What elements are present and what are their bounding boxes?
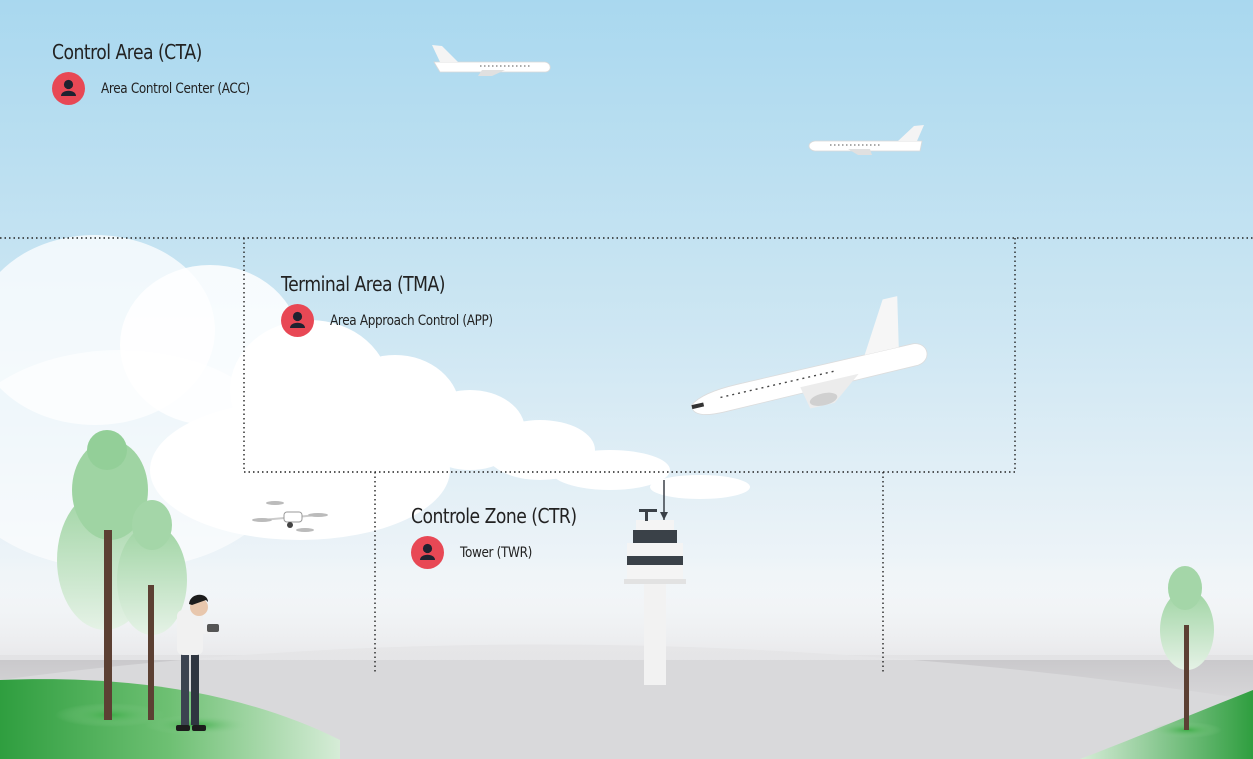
- controller-name-app: Area Approach Control (APP): [330, 312, 493, 329]
- trees: [55, 430, 1222, 738]
- controller-row-acc: Area Control Center (ACC): [52, 72, 274, 105]
- zone-title-ctr: Controle Zone (CTR): [411, 504, 577, 528]
- control-tower-icon: [624, 480, 686, 685]
- controller-row-app: Area Approach Control (APP): [281, 304, 519, 337]
- person-icon: [281, 304, 314, 337]
- tma-boundary: [243, 238, 1016, 473]
- clouds: [0, 235, 750, 570]
- zone-label-ctr: Controle Zone (CTR) Tower (TWR): [411, 504, 604, 569]
- controller-name-acc: Area Control Center (ACC): [101, 80, 250, 97]
- person-icon: [411, 536, 444, 569]
- controller-name-twr: Tower (TWR): [460, 544, 532, 561]
- airplane-icon: [432, 45, 551, 76]
- drone-icon: [252, 501, 328, 532]
- drone-pilot: [176, 594, 219, 731]
- zone-title-tma: Terminal Area (TMA): [281, 272, 445, 296]
- person-icon: [52, 72, 85, 105]
- airplane-icon: [691, 296, 928, 415]
- mist: [0, 560, 1253, 660]
- grass-right: [1080, 690, 1253, 759]
- zone-title-cta: Control Area (CTA): [52, 40, 202, 64]
- zone-label-tma: Terminal Area (TMA) Area Approach Contro…: [281, 272, 519, 337]
- controller-row-twr: Tower (TWR): [411, 536, 604, 569]
- airspace-boundaries: [0, 237, 1253, 672]
- zone-label-cta: Control Area (CTA) Area Control Center (…: [52, 40, 274, 105]
- airplane-icon: [808, 125, 924, 155]
